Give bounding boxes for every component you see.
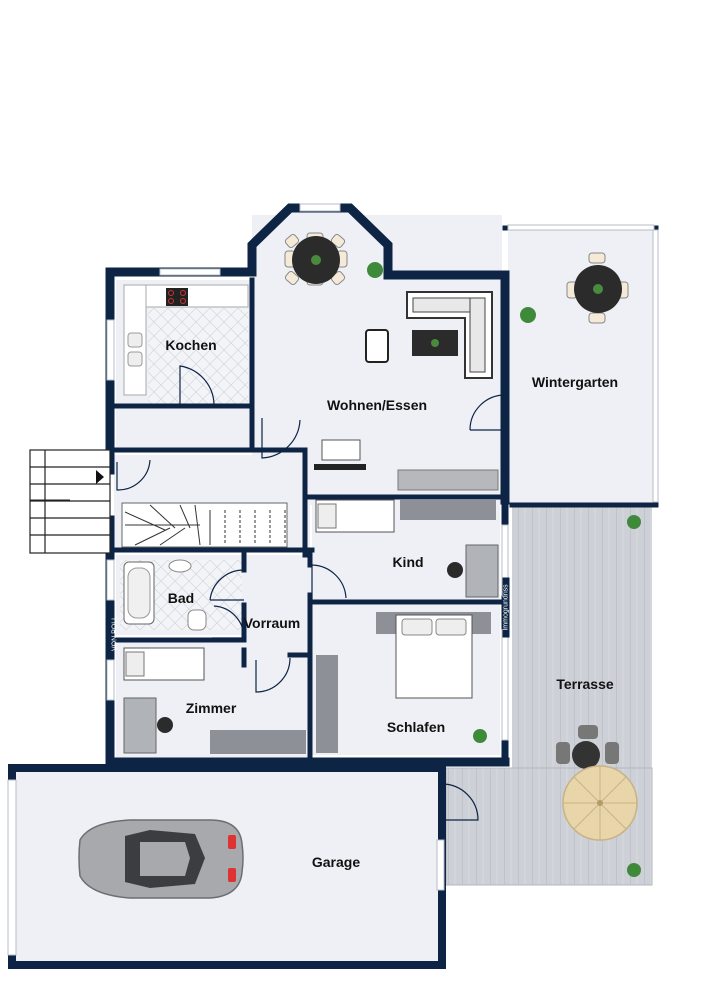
kind-furniture [315, 499, 499, 598]
room-label-zimmer: Zimmer [185, 700, 237, 716]
room-label-wohnen: Wohnen/Essen [326, 397, 428, 413]
room-label-terrasse: Terrasse [556, 676, 614, 692]
watermark-brand: VON POLL [111, 616, 119, 652]
sofa-set [365, 291, 493, 379]
room-label-kind: Kind [392, 554, 424, 570]
terrace-umbrella [556, 725, 638, 841]
inner-stair [121, 502, 288, 548]
windows [7, 203, 659, 956]
bed [316, 612, 491, 753]
room-label-wintergarten: Wintergarten [531, 374, 619, 390]
kitchen-counter [123, 284, 249, 396]
bad-furniture [123, 559, 207, 631]
watermark-side: Immogrundriss [502, 577, 510, 638]
room-label-schlafen: Schlafen [386, 719, 446, 735]
plants [367, 262, 641, 877]
dining-table-wintergarten [566, 252, 629, 324]
dining-table-bay [284, 232, 348, 286]
car [78, 819, 244, 899]
entrance-stair [29, 449, 111, 554]
doors [116, 365, 506, 821]
zimmer-furniture [123, 647, 306, 754]
living-sideboard [314, 439, 499, 491]
room-label-garage: Garage [311, 854, 361, 870]
room-label-vorraum: Vorraum [243, 615, 301, 631]
room-label-bad: Bad [167, 590, 195, 606]
room-label-kochen: Kochen [165, 337, 217, 353]
